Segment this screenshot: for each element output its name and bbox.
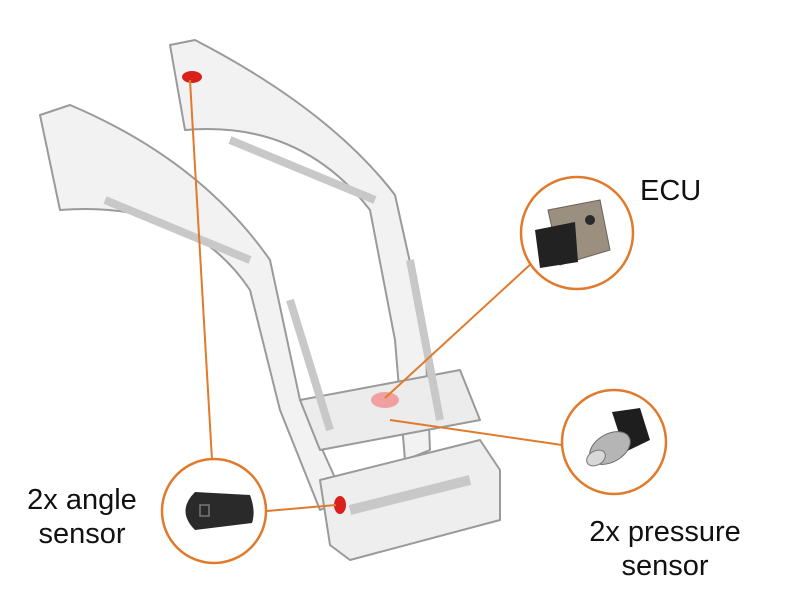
pressure-sensor-label-line2: sensor <box>621 550 709 582</box>
ecu-callout <box>519 175 635 291</box>
pressure-sensor-label-line1: 2x pressure <box>589 516 741 548</box>
angle-sensor-label: 2x angle sensor <box>12 483 152 551</box>
angle-sensor-marker-bottom <box>334 496 346 514</box>
angle-sensor-icon <box>185 492 254 530</box>
sensor-highlights <box>182 71 399 514</box>
angle-sensor-label-line2: sensor <box>38 518 126 550</box>
angle-sensor-label-line1: 2x angle <box>27 484 137 516</box>
ecu-label: ECU <box>640 175 702 207</box>
angle-sensor-callout <box>160 457 268 565</box>
callout-lines <box>189 79 563 512</box>
ecu-icon <box>535 199 611 268</box>
pressure-sensor-icon <box>586 408 650 467</box>
pressure-sensor-callout <box>560 388 668 496</box>
angle-sensor-marker-top <box>182 71 202 83</box>
front-loader-frame <box>39 39 501 561</box>
ecu-marker <box>371 392 399 408</box>
pressure-sensor-label: 2x pressure sensor <box>570 515 760 583</box>
